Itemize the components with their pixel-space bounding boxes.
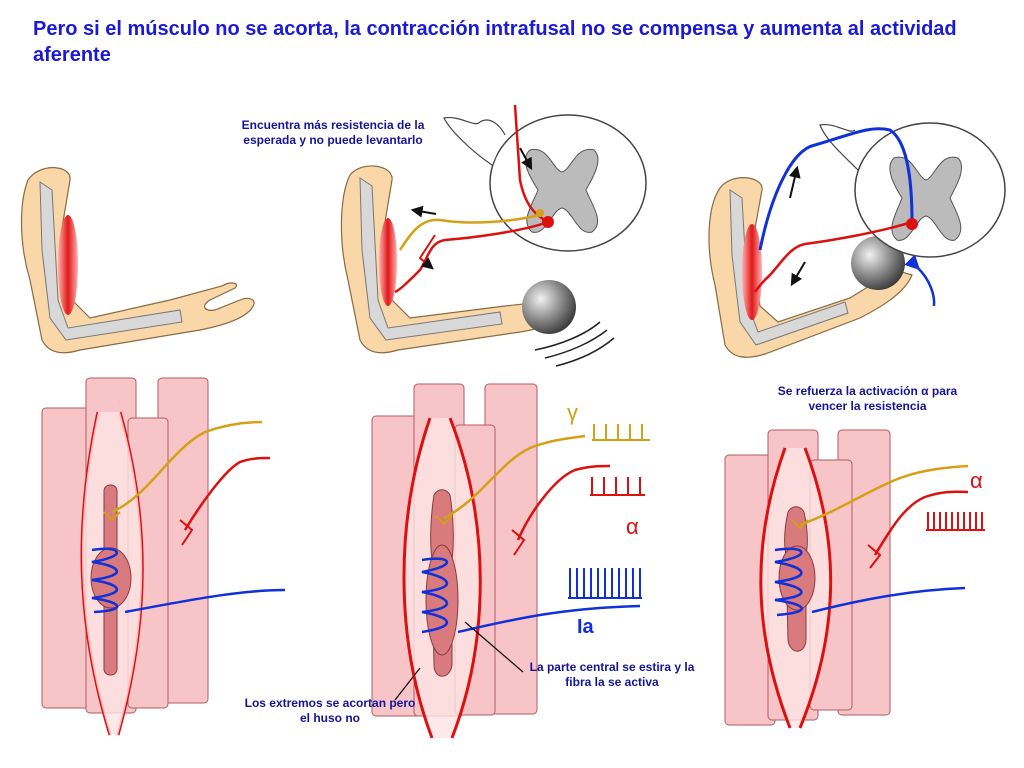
spike-train-ia [568,568,642,599]
page-title: Pero si el músculo no se acorta, la cont… [33,18,957,66]
label-gamma: γ [567,400,578,425]
spinal-cord-section-3 [819,122,1006,258]
arm-illustration-1 [20,167,255,354]
spike-train-alpha-2 [590,477,645,496]
arm-illustration-3 [708,177,936,358]
nerve-pathways-3 [753,127,918,293]
label-alpha-mid: α [626,514,639,539]
label-alpha-right: α [970,468,983,493]
spindle-panel-1 [41,377,286,736]
weight-ball [522,280,576,334]
label-ia: Ia [577,616,594,638]
caption-alpha-reinforced: Se refuerza la activación α para vencer … [777,384,958,413]
weight-ball-3 [851,236,905,290]
caption-resistance: Encuentra más resistencia de la esperada… [241,118,425,147]
spinal-cord-section-2 [443,114,647,252]
spike-train-gamma [592,424,650,441]
spindle-panel-2 [371,383,641,739]
caption-ends-shorten: Los extremos se acortan pero el huso no [244,696,416,725]
spike-train-alpha-3 [926,512,985,531]
arm-illustration-2 [340,165,615,367]
nerve-pathways-2 [394,104,554,294]
caption-center-stretch: La parte central se estira y la fibra la… [529,660,695,689]
spindle-panel-3 [724,429,969,729]
